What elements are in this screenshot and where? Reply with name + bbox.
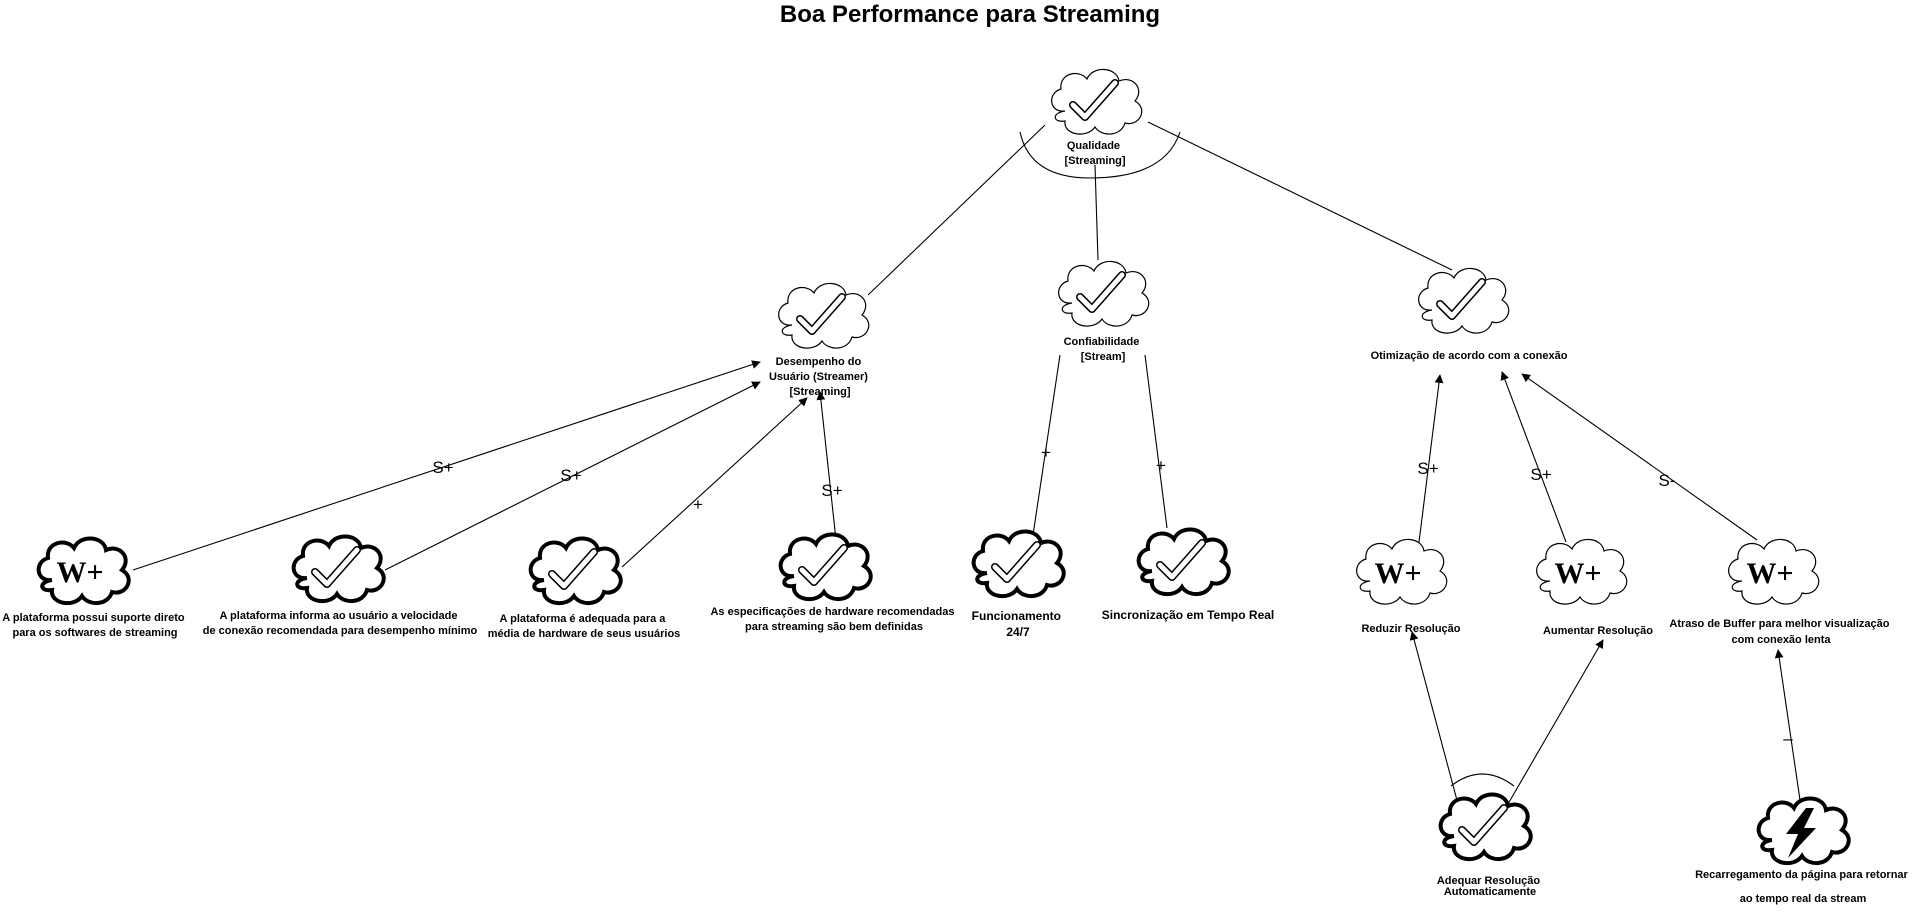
node-label: Funcionamento 24/7 [972,609,1065,639]
or-decomposition-arc [1450,773,1515,787]
w-plus-badge: W+ [1374,557,1421,590]
contribution-label: S+ [432,458,453,477]
contribution-label: + [693,495,703,514]
node-label: Sincronização em Tempo Real [1102,608,1275,622]
operationalization-informa[interactable]: A plataforma informa ao usuário a veloci… [203,534,478,637]
contribution-label: S- [1659,471,1676,490]
node-label: A plataforma é adequada para a média de … [488,613,681,640]
contribution-label: – [1783,729,1793,748]
softgoal-qualidade[interactable]: Qualidade [Streaming] [1051,68,1143,167]
softgoal-label: Otimização de acordo com a conexão [1371,350,1568,362]
diagram-title: Boa Performance para Streaming [780,1,1160,28]
decomposition-links [867,121,1453,296]
contribution-label: S+ [560,466,581,485]
softgoal-confiabilidade[interactable]: Confiabilidade [Stream] [1058,260,1150,363]
operationalization-adequar[interactable]: Adequar Resolução Automaticamente [1437,792,1543,898]
operationalization-suporte[interactable]: W+ A plataforma possui suporte direto pa… [2,536,187,639]
lightning-bolt-icon [1786,808,1816,858]
node-label: Atraso de Buffer para melhor visualizaçã… [1669,618,1892,646]
node-label: A plataforma informa ao usuário a veloci… [203,610,478,637]
operationalization-reduzir[interactable]: W+ Reduzir Resolução [1356,538,1461,635]
contribution-label: S+ [1417,459,1438,478]
node-label: Reduzir Resolução [1361,623,1460,635]
node-label: A plataforma possui suporte direto para … [2,612,187,639]
softgoal-label: Qualidade [Streaming] [1064,140,1125,167]
node-label: As especificações de hardware recomendad… [710,606,957,633]
w-plus-badge: W+ [56,556,103,589]
contribution-label: + [1041,443,1051,462]
operationalization-atraso[interactable]: W+ Atraso de Buffer para melhor visualiz… [1669,538,1892,646]
contribution-label: + [1156,456,1166,475]
operationalization-especificacoes[interactable]: As especificações de hardware recomendad… [710,532,957,633]
operationalization-funcionamento[interactable]: Funcionamento 24/7 [971,529,1066,639]
softgoal-otimizacao[interactable]: Otimização de acordo com a conexão [1371,267,1568,362]
operationalization-aumentar[interactable]: W+ Aumentar Resolução [1536,538,1654,637]
node-label: Aumentar Resolução [1543,625,1653,637]
and-decomposition-arc [1019,131,1181,179]
operationalization-adequada[interactable]: A plataforma é adequada para a média de … [488,536,681,640]
softgoal-label: Confiabilidade [Stream] [1064,336,1143,363]
w-plus-badge: W+ [1746,557,1793,590]
contribution-label: S+ [821,481,842,500]
contribution-label: S+ [1530,465,1551,484]
softgoal-label: Desempenho do Usuário (Streamer) [Stream… [769,356,871,398]
operationalization-sincronizacao[interactable]: Sincronização em Tempo Real [1102,527,1275,622]
node-label: Recarregamento da página para retornar a… [1695,869,1911,905]
contribution-links [132,354,1801,805]
node-label: Adequar Resolução Automaticamente [1437,875,1543,898]
w-plus-badge: W+ [1554,557,1601,590]
softgoal-desempenho[interactable]: Desempenho do Usuário (Streamer) [Stream… [769,282,871,398]
operationalization-recarregamento[interactable]: Recarregamento da página para retornar a… [1695,796,1911,905]
